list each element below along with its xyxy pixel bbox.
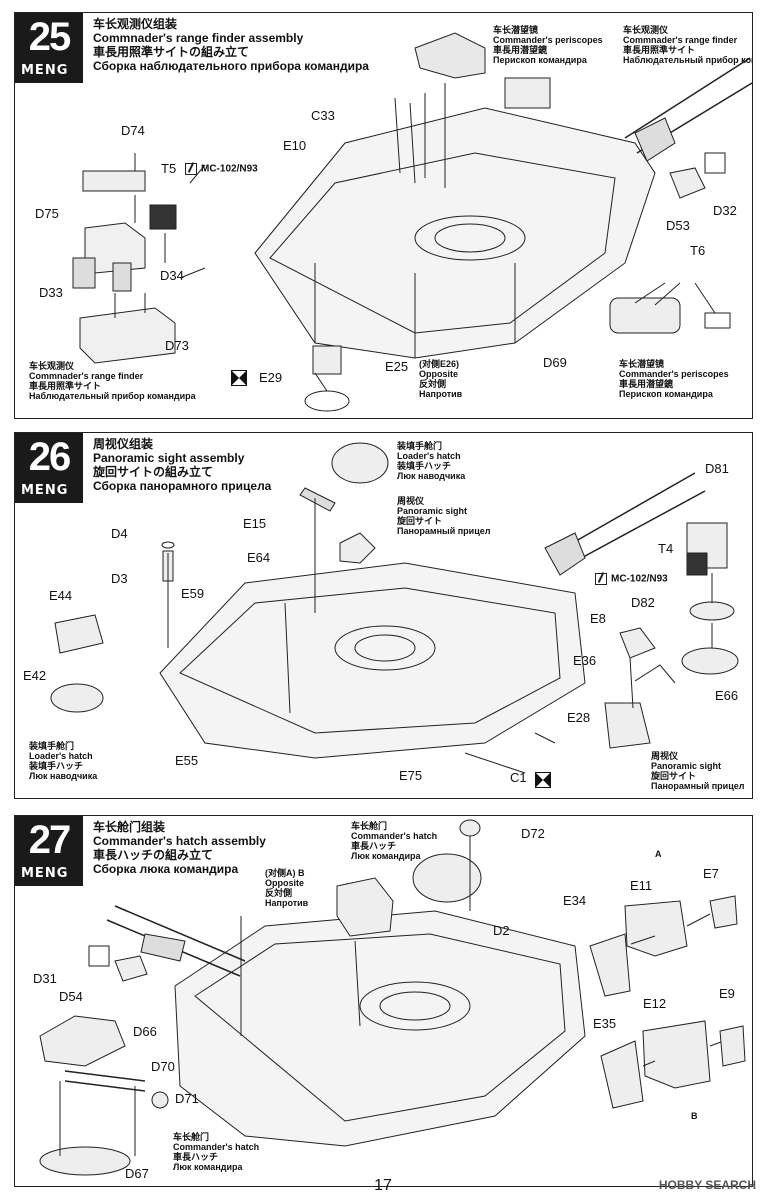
part-label: D70	[151, 1059, 175, 1074]
part-label: D33	[39, 285, 63, 300]
part-label: D32	[713, 203, 737, 218]
title-jp: 車長ハッチの組み立て	[93, 848, 214, 862]
title-cn: 周视仪组装	[93, 437, 154, 451]
step-25-panel: 25 MENG 车长观测仪组装 Commnader's range finder…	[14, 12, 753, 419]
part-label: T6	[690, 243, 706, 258]
part-label: D53	[666, 218, 690, 233]
step-25-illustration	[72, 32, 752, 412]
part-label: D81	[705, 461, 729, 476]
part-label: E29	[259, 370, 283, 385]
subassembly-letter: A	[655, 849, 662, 859]
part-label: D67	[125, 1166, 149, 1181]
paint-brush-icon	[185, 163, 197, 175]
part-label: D69	[543, 355, 567, 370]
title-en: Commnader's range finder assembly	[93, 31, 304, 45]
title-ru: Сборка панорамного прицела	[93, 479, 272, 493]
title-ru: Сборка наблюдательного прибора командира	[93, 59, 369, 73]
part-label: D2	[493, 923, 510, 938]
part-label: E34	[563, 893, 587, 908]
title-cn: 车长舱门组装	[93, 820, 166, 834]
part-label: E36	[573, 653, 597, 668]
part-label: E75	[399, 768, 423, 783]
part-label: D73	[165, 338, 189, 353]
brand-logo: MENG	[21, 63, 69, 78]
paint-callout: MC-102/N93	[185, 163, 258, 175]
title-jp: 車長用照準サイトの組み立て	[93, 45, 250, 59]
step-number: 26	[28, 435, 72, 479]
part-label: D72	[521, 826, 545, 841]
part-label: E44	[49, 588, 73, 603]
part-label: D3	[111, 571, 128, 586]
title-cn: 车长观测仪组装	[93, 17, 178, 31]
watermark: HOBBY SEARCH	[658, 1178, 756, 1192]
brand-logo: MENG	[21, 483, 69, 498]
part-label: E55	[175, 753, 199, 768]
part-label: E64	[247, 550, 271, 565]
step-title: 车长舱门组装 Commander's hatch assembly 車長ハッチの…	[93, 820, 266, 876]
part-label: T4	[658, 541, 674, 556]
part-label: D75	[35, 206, 59, 221]
part-label: D34	[160, 268, 184, 283]
step-title: 车长观测仪组装 Commnader's range finder assembl…	[93, 17, 369, 73]
part-label: E28	[567, 710, 591, 725]
part-label: D74	[121, 123, 145, 138]
opposite-side-icon	[231, 370, 247, 386]
part-label: D54	[59, 989, 83, 1004]
part-label: C1	[510, 770, 527, 785]
step-title: 周视仪组装 Panoramic sight assembly 旋回サイトの組み立…	[93, 437, 271, 493]
part-label: E10	[283, 138, 307, 153]
step-number-badge: 27 MENG	[15, 816, 83, 886]
step-number-badge: 26 MENG	[15, 433, 83, 503]
part-label: E11	[630, 878, 653, 893]
subassembly-letter: B	[691, 1111, 698, 1121]
part-label: E7	[703, 866, 719, 881]
part-label: D31	[33, 971, 57, 986]
step-26-panel: 26 MENG 周视仪组装 Panoramic sight assembly 旋…	[14, 432, 753, 799]
part-label: T5	[161, 161, 177, 176]
part-label: E12	[643, 996, 667, 1011]
part-label: E25	[385, 359, 409, 374]
title-en: Panoramic sight assembly	[93, 451, 245, 465]
part-label: E9	[719, 986, 735, 1001]
part-label: E59	[181, 586, 205, 601]
part-label: D71	[175, 1091, 199, 1106]
part-label: E42	[23, 668, 47, 683]
part-label: E66	[715, 688, 739, 703]
opposite-side-icon	[535, 772, 551, 788]
part-label: D4	[111, 526, 128, 541]
part-label: E15	[243, 516, 267, 531]
brand-logo: MENG	[21, 866, 69, 881]
title-en: Commander's hatch assembly	[93, 834, 266, 848]
paint-callout: MC-102/N93	[595, 573, 668, 585]
step-26-illustration	[50, 442, 739, 774]
step-number: 25	[28, 15, 72, 59]
part-label: E8	[590, 611, 606, 626]
title-jp: 旋回サイトの組み立て	[93, 465, 214, 479]
step-27-panel: 27 MENG 车长舱门组装 Commander's hatch assembl…	[14, 815, 753, 1187]
paint-brush-icon	[595, 573, 607, 585]
title-ru: Сборка люка командира	[93, 862, 239, 876]
step-27-illustration	[39, 819, 746, 1176]
part-label: D82	[631, 595, 655, 610]
part-label: D66	[133, 1024, 157, 1039]
part-label: C33	[311, 108, 335, 123]
step-number-badge: 25 MENG	[15, 13, 83, 83]
page-number: 17	[374, 1177, 392, 1194]
step-number: 27	[28, 818, 72, 862]
part-label: E35	[593, 1016, 617, 1031]
